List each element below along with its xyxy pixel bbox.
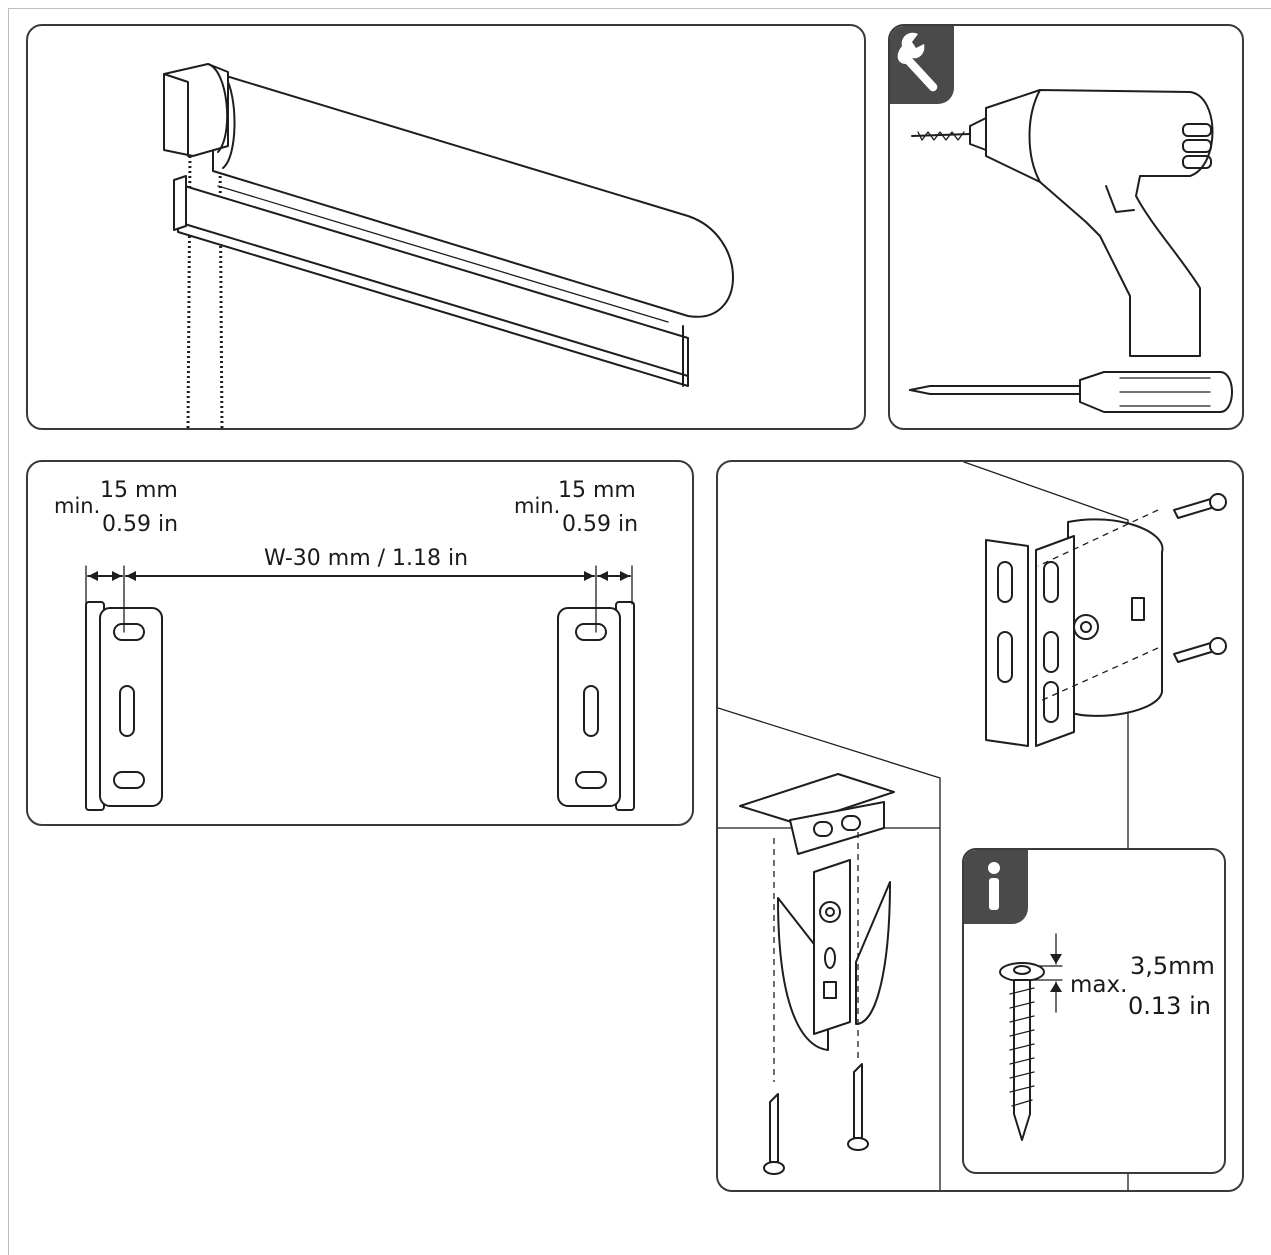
screw-mm-label: 3,5mm: [1130, 952, 1215, 980]
tools-illustration: [909, 89, 1233, 413]
right-in-label: 0.59 in: [562, 512, 639, 537]
bracket-spacing-illustration: [85, 565, 635, 811]
tools-panel: [888, 24, 1244, 430]
ceiling-bracket: [739, 773, 895, 1082]
wrench-icon: [897, 32, 938, 92]
bracket-mounting-illustration: [718, 462, 1227, 1190]
right-mm-label: 15 mm: [558, 478, 636, 503]
screwdriver-icon: [909, 371, 1233, 413]
dimension-lines: [85, 565, 633, 633]
info-icon: [988, 862, 1000, 910]
left-mm-label: 15 mm: [100, 478, 178, 503]
wall-screws: [1173, 493, 1227, 663]
screw-in-label: 0.13 in: [1128, 992, 1211, 1020]
wall-bracket: [985, 509, 1164, 747]
ceiling-screws: [763, 1063, 869, 1175]
left-in-label: 0.59 in: [102, 512, 179, 537]
page-frame: [8, 8, 1271, 1255]
right-bracket: [557, 601, 635, 811]
info-badge: [964, 850, 1028, 924]
bracket-mounting-panel: max. 3,5mm 0.13 in: [716, 460, 1244, 1192]
left-min-label: min.: [54, 494, 101, 518]
bracket-spacing-panel: min. 15 mm 0.59 in min. 15 mm 0.59 in W-…: [26, 460, 694, 826]
screw-illustration: [999, 933, 1063, 1141]
screw-info-panel: max. 3,5mm 0.13 in: [962, 848, 1226, 1174]
blind-overview-panel: [26, 24, 866, 430]
drill-icon: [911, 89, 1214, 357]
screw-max-label: max.: [1070, 972, 1128, 998]
roller-blind-illustration: [163, 63, 734, 428]
tools-badge: [890, 26, 954, 104]
width-label: W-30 mm / 1.18 in: [264, 546, 469, 571]
left-bracket: [85, 601, 163, 811]
right-min-label: min.: [514, 494, 561, 518]
